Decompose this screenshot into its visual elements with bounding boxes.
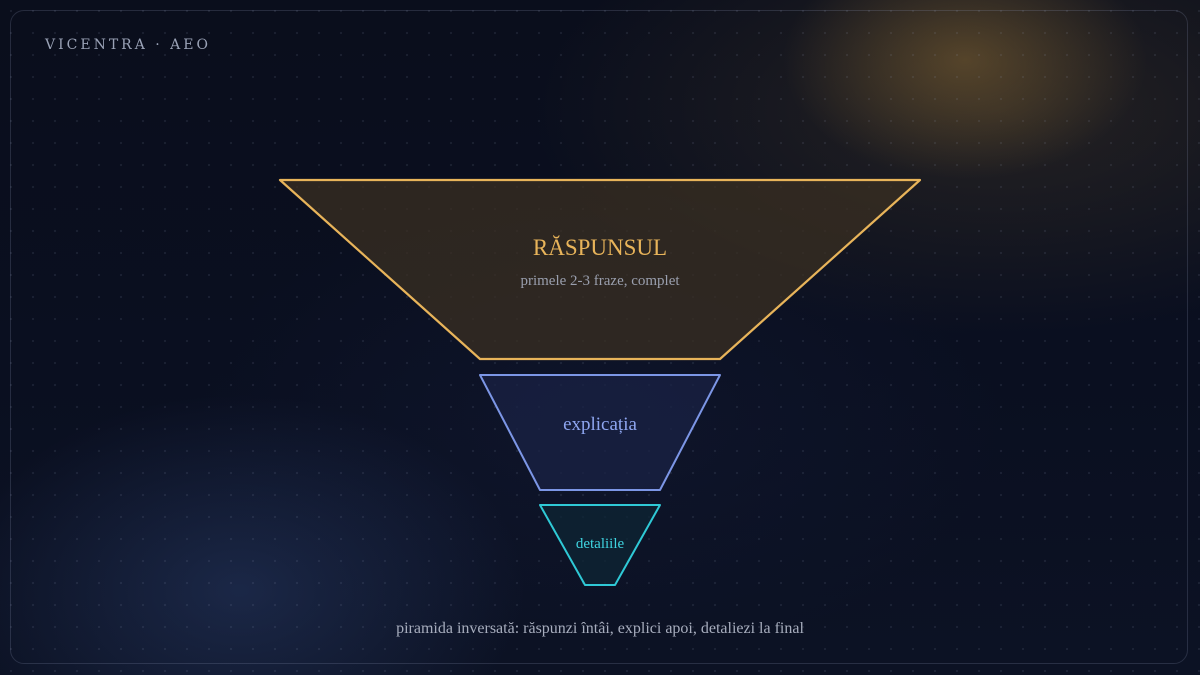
tier-top: RĂSPUNSUL primele 2-3 fraze, complet bbox=[278, 178, 922, 361]
tier-middle-shape bbox=[479, 374, 721, 491]
tier-top-shape bbox=[278, 178, 922, 361]
tier-middle: explicația bbox=[479, 374, 721, 491]
tier-bottom: detaliile bbox=[539, 504, 661, 586]
tier-bottom-shape bbox=[539, 504, 661, 586]
tier-middle-title: explicația bbox=[563, 414, 637, 435]
caption: piramida inversată: răspunzi întâi, expl… bbox=[396, 620, 804, 637]
slide-frame bbox=[10, 10, 1188, 664]
brand-label: VICENTRA · AEO bbox=[45, 37, 211, 53]
tier-top-title: RĂSPUNSUL bbox=[533, 235, 667, 260]
tier-bottom-title: detaliile bbox=[576, 536, 625, 552]
tier-top-subtitle: primele 2-3 fraze, complet bbox=[520, 273, 680, 289]
